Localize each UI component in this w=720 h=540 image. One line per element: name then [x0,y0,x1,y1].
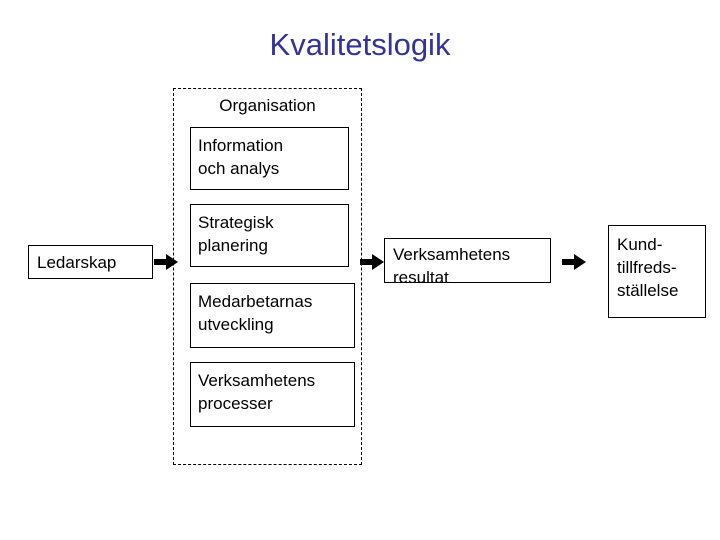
node-ledarskap[interactable]: Ledarskap [28,245,153,279]
node-line-2: planering [198,236,268,255]
node-verksamhetens-processer[interactable]: Verksamhetens processer [190,362,355,427]
node-line-1: Verksamhetens [198,371,316,390]
node-line-2: och analys [198,159,280,178]
node-line-3: ställelse [617,281,679,300]
node-line-1: Verksamhetens [393,245,511,264]
arrow-shaft [360,259,374,265]
arrow-shaft [562,259,576,265]
node-line-2: utveckling [198,315,274,334]
page-title: Kvalitetslogik [269,27,451,62]
node-information-och-analys[interactable]: Information och analys [190,127,349,190]
node-line-2: tillfreds- [617,258,677,277]
organisation-group-label: Organisation [219,96,316,115]
arrow-head [574,254,586,270]
arrow-right-icon [154,254,178,270]
node-medarbetarnas-utveckling[interactable]: Medarbetarnas utveckling [190,283,355,348]
node-kundtillfredsstallelse[interactable]: Kund- tillfreds- ställelse [608,225,706,318]
organisation-group-boundary [173,88,362,465]
arrow-head [166,254,178,270]
node-line-1: Strategisk [198,213,274,232]
arrow-head [372,254,384,270]
arrow-right-icon [562,254,586,270]
arrow-right-icon [360,254,384,270]
node-line-1: Ledarskap [37,253,117,272]
node-line-2: resultat [393,268,449,287]
node-line-1: Information [198,136,284,155]
node-line-1: Medarbetarnas [198,292,313,311]
node-strategisk-planering[interactable]: Strategisk planering [190,204,349,267]
node-line-2: processer [198,394,273,413]
node-line-1: Kund- [617,235,663,254]
node-verksamhetens-resultat[interactable]: Verksamhetens resultat [384,238,551,287]
arrow-shaft [154,259,168,265]
